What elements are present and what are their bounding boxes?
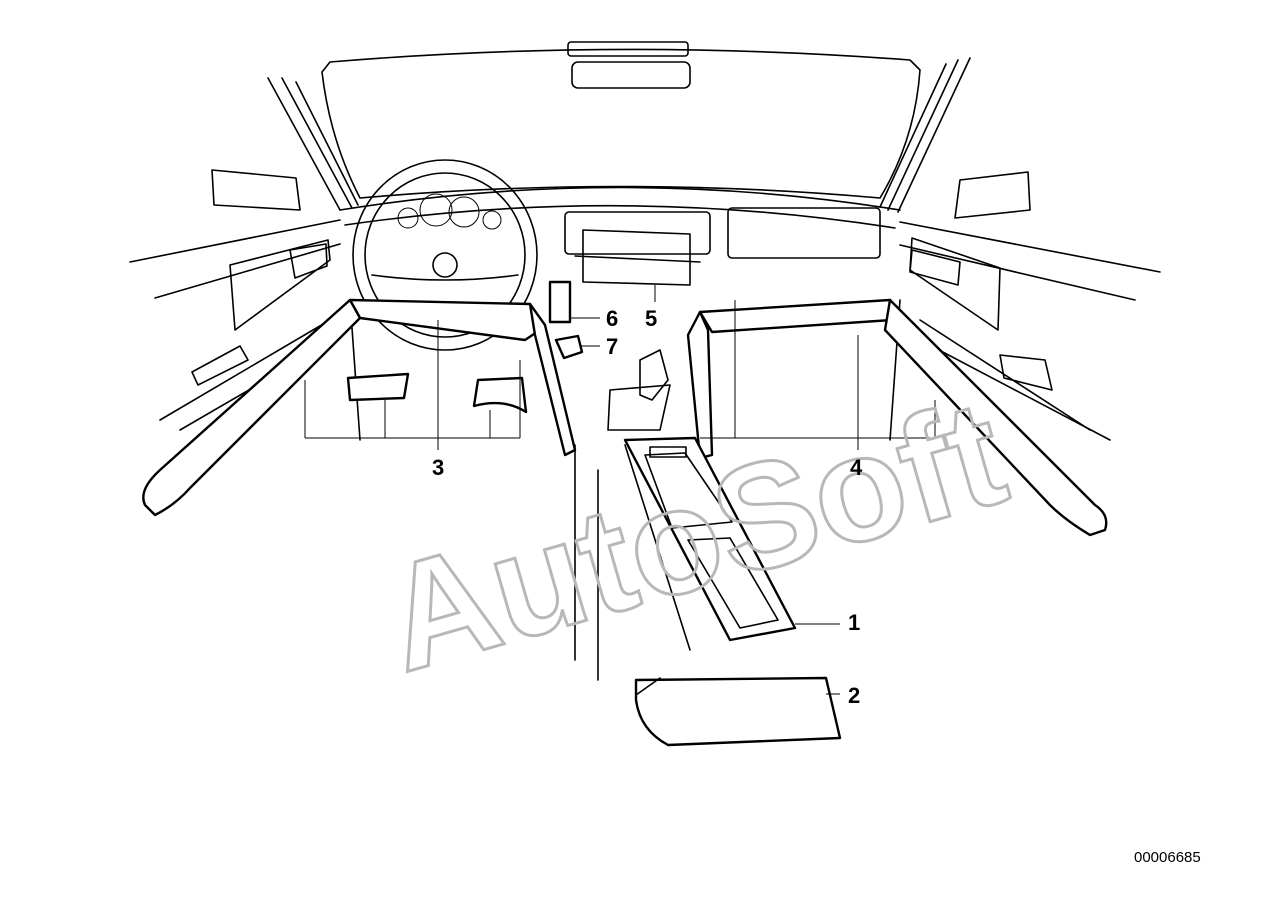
callout-4: 4 (850, 455, 863, 480)
callout-7: 7 (606, 334, 618, 359)
part-6-switch (548, 280, 572, 324)
steering-wheel (352, 159, 538, 351)
callout-5: 5 (645, 306, 657, 331)
side-mirrors (211, 169, 1031, 219)
callout-6: 6 (606, 306, 618, 331)
small-parts (548, 280, 584, 360)
trim-cover (634, 676, 842, 747)
center-tunnel (574, 349, 691, 681)
leader-lines (304, 285, 936, 695)
trim-strip-left (142, 298, 577, 517)
callout-1: 1 (848, 610, 860, 635)
watermark: AutoSoft (366, 367, 1021, 703)
document-number: 00006685 (1134, 849, 1201, 866)
part-7-clip (554, 334, 584, 360)
right-door (899, 221, 1161, 441)
callout-3: 3 (432, 455, 444, 480)
callout-2: 2 (848, 683, 860, 708)
windshield (321, 41, 921, 199)
left-door (129, 219, 341, 431)
trim-strip-right (686, 298, 1108, 537)
a-pillars (267, 57, 971, 213)
center-console-trim (623, 436, 797, 642)
